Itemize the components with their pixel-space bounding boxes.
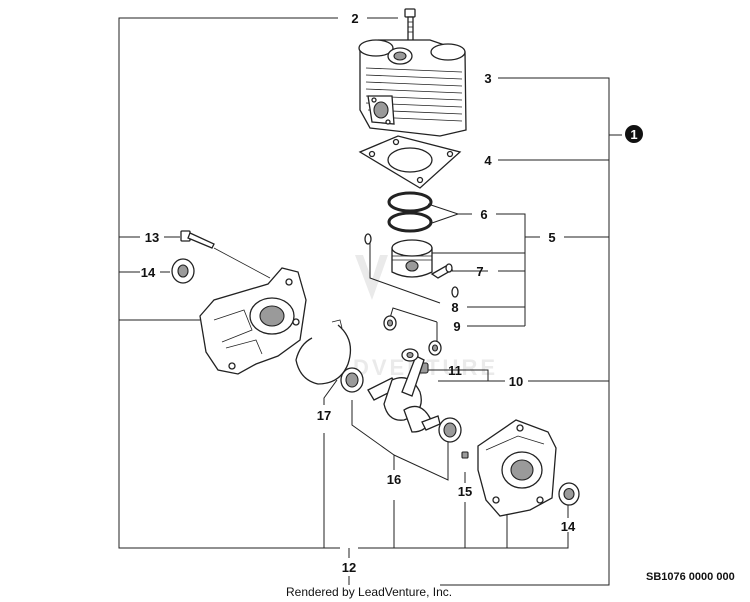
callout-labels: 1 2 3 4 5 6 7 8 9 10 11 12 13 14 14 15 1… [141, 11, 643, 575]
callout-17: 17 [317, 408, 331, 423]
dowel-pin [461, 451, 469, 459]
crankshaft [367, 348, 441, 433]
callout-6: 6 [480, 207, 487, 222]
callout-7: 7 [476, 264, 483, 279]
crankcase-bolt [180, 230, 215, 249]
crank-bearing-left [340, 367, 364, 393]
sheet-code: SB1076 0000 000 [646, 571, 735, 583]
piston [391, 239, 433, 278]
thrust-washer [383, 315, 442, 356]
callout-10: 10 [509, 374, 523, 389]
crank-bearing-right [438, 417, 462, 443]
piston-rings [387, 191, 433, 233]
callout-4: 4 [484, 153, 492, 168]
cylinder-bolt [404, 8, 416, 48]
callout-5: 5 [548, 230, 555, 245]
footer-credit: Rendered by LeadVenture, Inc. [286, 585, 453, 599]
leader-lines [118, 17, 622, 586]
callout-13: 13 [145, 230, 159, 245]
callout-11: 11 [448, 363, 462, 378]
oil-seal-left [171, 258, 195, 284]
callout-2: 2 [351, 11, 358, 26]
callout-8: 8 [451, 300, 458, 315]
crankcase-right [477, 419, 557, 517]
piston-pin [430, 263, 454, 279]
snap-ring [295, 319, 352, 385]
callout-14-left: 14 [141, 265, 156, 280]
callout-9: 9 [453, 319, 460, 334]
callout-16: 16 [387, 472, 401, 487]
cylinder [358, 39, 467, 137]
crankcase-left [199, 247, 307, 375]
callout-3: 3 [484, 71, 491, 86]
oil-seal-right [558, 482, 580, 506]
callout-1: 1 [630, 127, 637, 142]
callout-14-right: 14 [561, 519, 576, 534]
circlip [364, 233, 459, 298]
callout-15: 15 [458, 484, 472, 499]
cylinder-gasket [358, 135, 462, 189]
callout-12: 12 [342, 560, 356, 575]
assembly-badge [625, 125, 643, 143]
